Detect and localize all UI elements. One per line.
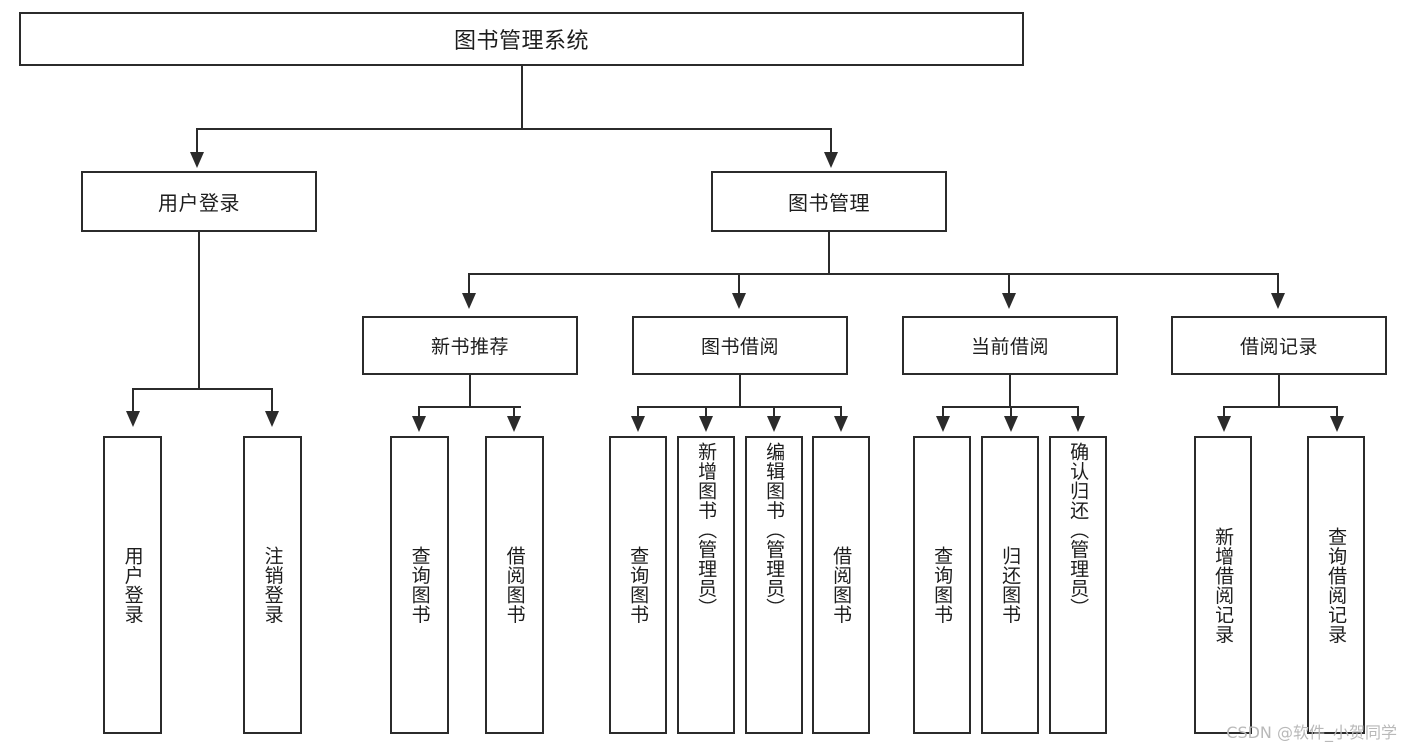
- connector-root-to-userlogin: [196, 128, 198, 154]
- arrowhead-borrowrecord-to-leaf1: [1217, 416, 1231, 432]
- node-label: 用户登录: [158, 191, 240, 215]
- leaf-edit-book-admin[interactable]: 编辑图书（管理员）: [745, 436, 803, 734]
- leaf-logout[interactable]: 注销登录: [243, 436, 302, 734]
- leaf-confirm-return-admin[interactable]: 确认归还（管理员）: [1049, 436, 1107, 734]
- node-label: 借阅记录: [1239, 336, 1318, 358]
- leaf-query-book-current[interactable]: 查询图书: [913, 436, 971, 734]
- leaf-borrow-book[interactable]: 借阅图书: [812, 436, 870, 734]
- leaf-add-book-admin[interactable]: 新增图书（管理员）: [677, 436, 735, 734]
- arrowhead-bookmgmt-to-l3-3: [1002, 293, 1016, 309]
- arrowhead-root-to-userlogin: [190, 152, 204, 168]
- arrowhead-bookmgmt-to-l3-2: [732, 293, 746, 309]
- node-label: 图书管理: [788, 191, 870, 215]
- node-label: 查询图书: [627, 546, 650, 624]
- connector-newbook-to-leaf1: [418, 406, 420, 418]
- arrowhead-bookmgmt-to-l3-1: [462, 293, 476, 309]
- node-label: 注销登录: [261, 546, 284, 624]
- connector-newbook-bus: [418, 406, 521, 408]
- connector-bookmgmt-stem: [828, 232, 830, 274]
- arrowhead-currentborrow-to-leaf3: [1071, 416, 1085, 432]
- connector-newbook-to-leaf2: [513, 406, 515, 418]
- connector-currentborrow-stem: [1009, 375, 1011, 407]
- arrowhead-root-to-bookmgmt: [824, 152, 838, 168]
- node-label: 查询借阅记录: [1325, 526, 1348, 644]
- connector-currentborrow-to-leaf3: [1077, 406, 1079, 418]
- node-book-borrow[interactable]: 图书借阅: [632, 316, 848, 375]
- connector-bookborrow-to-leaf4: [840, 406, 842, 418]
- arrowhead-bookborrow-to-leaf1: [631, 416, 645, 432]
- leaf-borrow-book-recommend[interactable]: 借阅图书: [485, 436, 544, 734]
- node-label: 确认归还（管理员）: [1067, 442, 1090, 618]
- arrowhead-bookborrow-to-leaf3: [767, 416, 781, 432]
- node-label: 图书借阅: [700, 336, 779, 358]
- node-current-borrow[interactable]: 当前借阅: [902, 316, 1118, 375]
- arrowhead-bookmgmt-to-l3-4: [1271, 293, 1285, 309]
- connector-bookborrow-stem: [739, 375, 741, 407]
- connector-bookmgmt-to-l3-4: [1277, 273, 1279, 295]
- connector-bookmgmt-bus: [468, 273, 1278, 275]
- connector-bookmgmt-to-l3-1: [468, 273, 470, 295]
- connector-bookborrow-bus: [637, 406, 841, 408]
- node-label: 新增图书（管理员）: [695, 442, 718, 618]
- arrowhead-currentborrow-to-leaf1: [936, 416, 950, 432]
- arrowhead-bookborrow-to-leaf4: [834, 416, 848, 432]
- node-label: 借阅图书: [830, 546, 853, 624]
- node-label: 新书推荐: [430, 336, 509, 358]
- connector-borrowrecord-bus: [1223, 406, 1337, 408]
- arrowhead-borrowrecord-to-leaf2: [1330, 416, 1344, 432]
- node-borrow-record[interactable]: 借阅记录: [1171, 316, 1387, 375]
- node-label: 借阅图书: [503, 546, 526, 624]
- connector-root-to-bookmgmt: [830, 128, 832, 154]
- node-label: 查询图书: [931, 546, 954, 624]
- leaf-query-borrow-record[interactable]: 查询借阅记录: [1307, 436, 1365, 734]
- leaf-user-login[interactable]: 用户登录: [103, 436, 162, 734]
- connector-borrowrecord-to-leaf2: [1336, 406, 1338, 418]
- arrowhead-newbook-to-leaf1: [412, 416, 426, 432]
- leaf-return-book[interactable]: 归还图书: [981, 436, 1039, 734]
- node-new-book-recommend[interactable]: 新书推荐: [362, 316, 578, 375]
- connector-bookborrow-to-leaf1: [637, 406, 639, 418]
- arrowhead-bookborrow-to-leaf2: [699, 416, 713, 432]
- arrowhead-newbook-to-leaf2: [507, 416, 521, 432]
- connector-borrowrecord-stem: [1278, 375, 1280, 407]
- arrowhead-currentborrow-to-leaf2: [1004, 416, 1018, 432]
- connector-newbook-stem: [469, 375, 471, 407]
- leaf-query-book-recommend[interactable]: 查询图书: [390, 436, 449, 734]
- node-book-management[interactable]: 图书管理: [711, 171, 947, 232]
- arrowhead-userlogin-to-leaf2: [265, 411, 279, 427]
- node-label: 当前借阅: [970, 336, 1049, 358]
- leaf-add-borrow-record[interactable]: 新增借阅记录: [1194, 436, 1252, 734]
- connector-borrowrecord-to-leaf1: [1223, 406, 1225, 418]
- node-label: 编辑图书（管理员）: [763, 442, 786, 618]
- connector-root-bus: [196, 128, 832, 130]
- arrowhead-userlogin-to-leaf1: [126, 411, 140, 427]
- csdn-watermark: CSDN @软件_小贺同学: [1226, 723, 1397, 742]
- connector-root-stem: [521, 66, 523, 129]
- node-label: 图书管理系统: [453, 29, 589, 54]
- connector-bookborrow-to-leaf2: [705, 406, 707, 418]
- connector-userlogin-bus: [132, 388, 272, 390]
- node-label: 新增借阅记录: [1212, 526, 1235, 644]
- connector-bookborrow-to-leaf3: [773, 406, 775, 418]
- node-root-system[interactable]: 图书管理系统: [19, 12, 1024, 66]
- leaf-query-book-borrow[interactable]: 查询图书: [609, 436, 667, 734]
- connector-currentborrow-to-leaf2: [1010, 406, 1012, 418]
- connector-currentborrow-to-leaf1: [942, 406, 944, 418]
- connector-userlogin-to-leaf1: [132, 388, 134, 413]
- connector-userlogin-stem: [198, 232, 200, 389]
- connector-userlogin-to-leaf2: [271, 388, 273, 413]
- node-label: 用户登录: [121, 546, 144, 624]
- node-label: 归还图书: [999, 546, 1022, 624]
- connector-bookmgmt-to-l3-3: [1008, 273, 1010, 295]
- node-label: 查询图书: [408, 546, 431, 624]
- node-user-login[interactable]: 用户登录: [81, 171, 317, 232]
- connector-bookmgmt-to-l3-2: [738, 273, 740, 295]
